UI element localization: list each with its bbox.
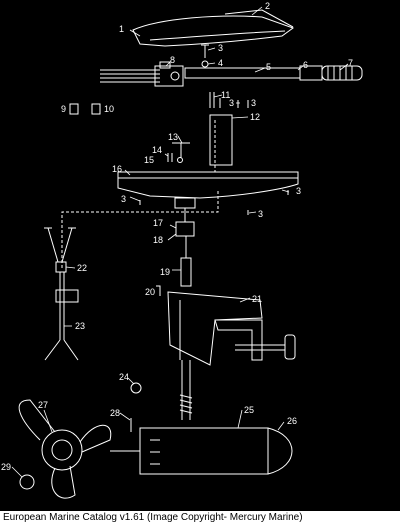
part-label-21: 21 (252, 294, 263, 304)
propeller (18, 399, 112, 499)
part-label-23: 23 (75, 321, 86, 331)
part-label-24: 24 (119, 372, 130, 382)
clamp-bracket (167, 291, 296, 366)
connector-block (154, 61, 184, 87)
part-label-10: 10 (104, 104, 115, 114)
part-label-6: 6 (303, 60, 309, 70)
part-label-3-right-lower: 3 (296, 186, 302, 196)
part-label-18: 18 (153, 235, 164, 245)
part-label-3-bottom-right: 3 (258, 209, 264, 219)
part-label-25: 25 (244, 405, 255, 415)
part-label-3-right-outer: 3 (251, 98, 257, 108)
part-label-7: 7 (348, 58, 354, 68)
part-label-19: 19 (160, 267, 171, 277)
leader-lines (11, 6, 349, 478)
part-label-17: 17 (153, 218, 164, 228)
part-label-16: 16 (112, 164, 123, 174)
part-label-20: 20 (145, 287, 156, 297)
part-label-29: 29 (1, 462, 12, 472)
nut-24 (130, 382, 142, 394)
part-label-4: 4 (218, 58, 224, 68)
small-parts-9-10 (69, 103, 101, 115)
part-label-3-left-lower: 3 (121, 194, 127, 204)
motor-housing (110, 427, 293, 475)
clip-20 (156, 285, 161, 296)
part-label-27: 27 (38, 400, 49, 410)
part-label-22: 22 (77, 263, 88, 273)
collar (175, 208, 195, 237)
tiller-arm (100, 65, 363, 83)
part-label-3: 3 (218, 43, 224, 53)
bracket-hardware (167, 142, 190, 163)
shaft-lower (179, 360, 193, 420)
part-label-12: 12 (250, 112, 261, 122)
shaft-top (180, 236, 192, 287)
exploded-parts-diagram (11, 6, 363, 499)
battery-leads (44, 227, 79, 361)
part-label-14: 14 (152, 145, 163, 155)
washer-29 (19, 474, 35, 490)
small-hardware (201, 44, 249, 166)
part-label-1: 1 (119, 24, 125, 34)
part-label-9: 9 (61, 104, 67, 114)
part-label-3-right-upper: 3 (229, 98, 235, 108)
part-label-28: 28 (110, 408, 121, 418)
part-label-2: 2 (265, 1, 271, 11)
part-label-15: 15 (144, 155, 155, 165)
wire-routing (61, 120, 219, 268)
part-label-8: 8 (170, 55, 176, 65)
head-housing (117, 171, 299, 215)
part-label-13: 13 (168, 132, 179, 142)
copyright-caption: European Marine Catalog v1.61 (Image Cop… (0, 511, 400, 524)
part-label-5: 5 (266, 62, 272, 72)
part-label-11: 11 (221, 90, 231, 100)
top-cover (132, 9, 295, 47)
part-label-26: 26 (287, 416, 298, 426)
